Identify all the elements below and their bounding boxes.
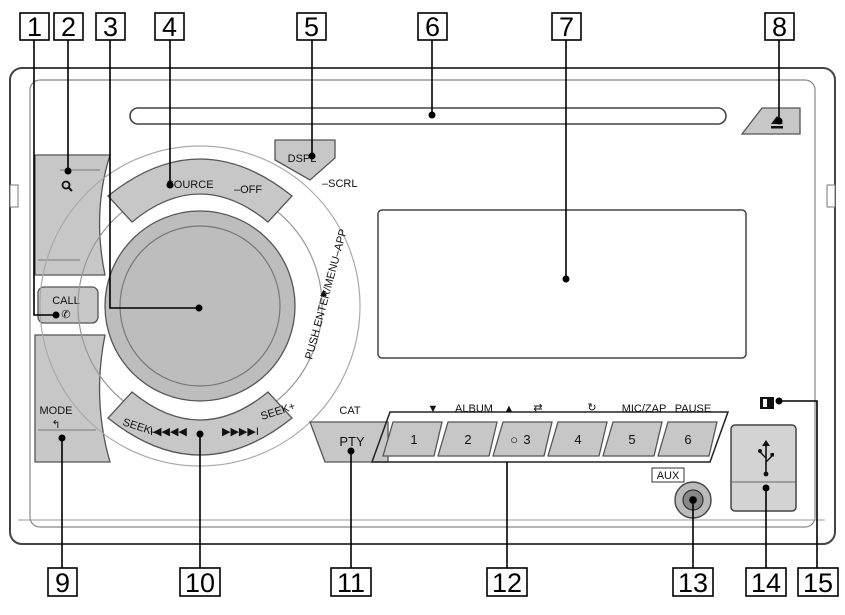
callout-3: 3 [95,12,126,42]
preset-button-label: 1 [410,432,417,447]
disc-slot[interactable] [129,107,727,125]
next-track-icon: ▶▶▶▶I [222,426,259,438]
callout-6: 6 [417,12,448,42]
callout-9: 9 [47,567,78,598]
preset-buttons: 1 2 ○ 3 4 5 6 [382,421,718,457]
preset-button-label: 6 [684,432,691,447]
right-clip [826,184,836,208]
cat-label: CAT [339,405,360,417]
left-clip [9,184,19,208]
preset-button-6[interactable] [657,421,718,457]
preset-button-label: 4 [574,432,581,447]
source-label: SOURCE [166,179,213,191]
preset-frame [370,411,730,463]
off-label: –OFF [234,184,262,196]
repeat-icon: ⇄ [533,402,542,414]
pty-label: PTY [339,434,365,449]
svg-text:13: 13 [678,568,708,598]
callout-11: 11 [330,567,372,598]
svg-text:11: 11 [337,568,365,598]
triangle-up-icon: ▲ [318,287,329,299]
preset-button-5[interactable] [602,421,663,457]
call-label: CALL [52,295,80,307]
front-panel [29,79,816,528]
usb-icon [758,440,774,477]
svg-text:1: 1 [27,12,42,42]
callout-10: 10 [179,567,221,598]
usb-cover[interactable] [730,424,797,512]
dspl-button[interactable] [274,139,336,181]
callout-2: 2 [53,12,84,42]
preset-button-label: 2 [464,432,471,447]
preset-button-label: 5 [628,432,635,447]
display-window [377,209,747,359]
mic-zap-label: MIC/ZAP [622,403,667,415]
album-label: ALBUM [455,403,493,415]
scrl-label: –SCRL [322,178,357,190]
prev-track-icon: I◀◀◀◀ [150,426,187,438]
preset-button-3[interactable] [492,421,553,457]
aux-label-box [651,467,685,483]
callout-13: 13 [672,567,714,598]
svg-text:12: 12 [492,568,522,598]
svg-text:15: 15 [803,568,833,598]
callout-5: 5 [296,12,327,42]
seek-button[interactable] [107,391,293,456]
svg-text:4: 4 [162,12,177,42]
svg-text:6: 6 [425,12,440,42]
svg-text:7: 7 [559,12,574,42]
aux-label: AUX [657,470,680,482]
callout-12: 12 [486,567,528,598]
leader-3 [109,40,199,309]
svg-text:10: 10 [185,568,215,598]
preset-3-marker: ○ [510,432,518,447]
callout-1: 1 [19,12,50,42]
leader-1 [33,40,55,316]
svg-text:8: 8 [772,12,787,42]
preset-button-2[interactable] [437,421,498,457]
preset-button-4[interactable] [547,421,608,457]
phone-icon: ✆ [61,309,70,321]
svg-text:2: 2 [61,12,76,42]
callout-14: 14 [745,567,787,598]
control-dial-inner [119,225,281,387]
eject-button[interactable] [740,107,801,135]
shuffle-icon: ↻ [587,402,596,414]
preset-button-label: 3 [523,432,530,447]
svg-text:3: 3 [103,12,118,42]
svg-text:14: 14 [751,568,781,598]
svg-text:9: 9 [55,568,70,598]
callout-15: 15 [797,567,839,598]
back-arrow-icon: ↰ [51,419,60,431]
callout-4: 4 [154,12,185,42]
preset-button-1[interactable] [382,421,443,457]
pause-label: PAUSE [675,403,711,415]
triangle-up-icon: ▲ [504,403,515,415]
mode-button[interactable] [34,334,111,463]
callout-7: 7 [551,12,582,42]
source-button[interactable] [107,158,293,223]
search-icon [61,180,73,192]
callout-8: 8 [764,12,795,42]
leader-15 [779,400,818,568]
svg-text:5: 5 [304,12,319,42]
triangle-down-icon: ▼ [428,403,439,415]
mode-label: MODE [40,405,73,417]
search-button[interactable] [34,154,111,276]
